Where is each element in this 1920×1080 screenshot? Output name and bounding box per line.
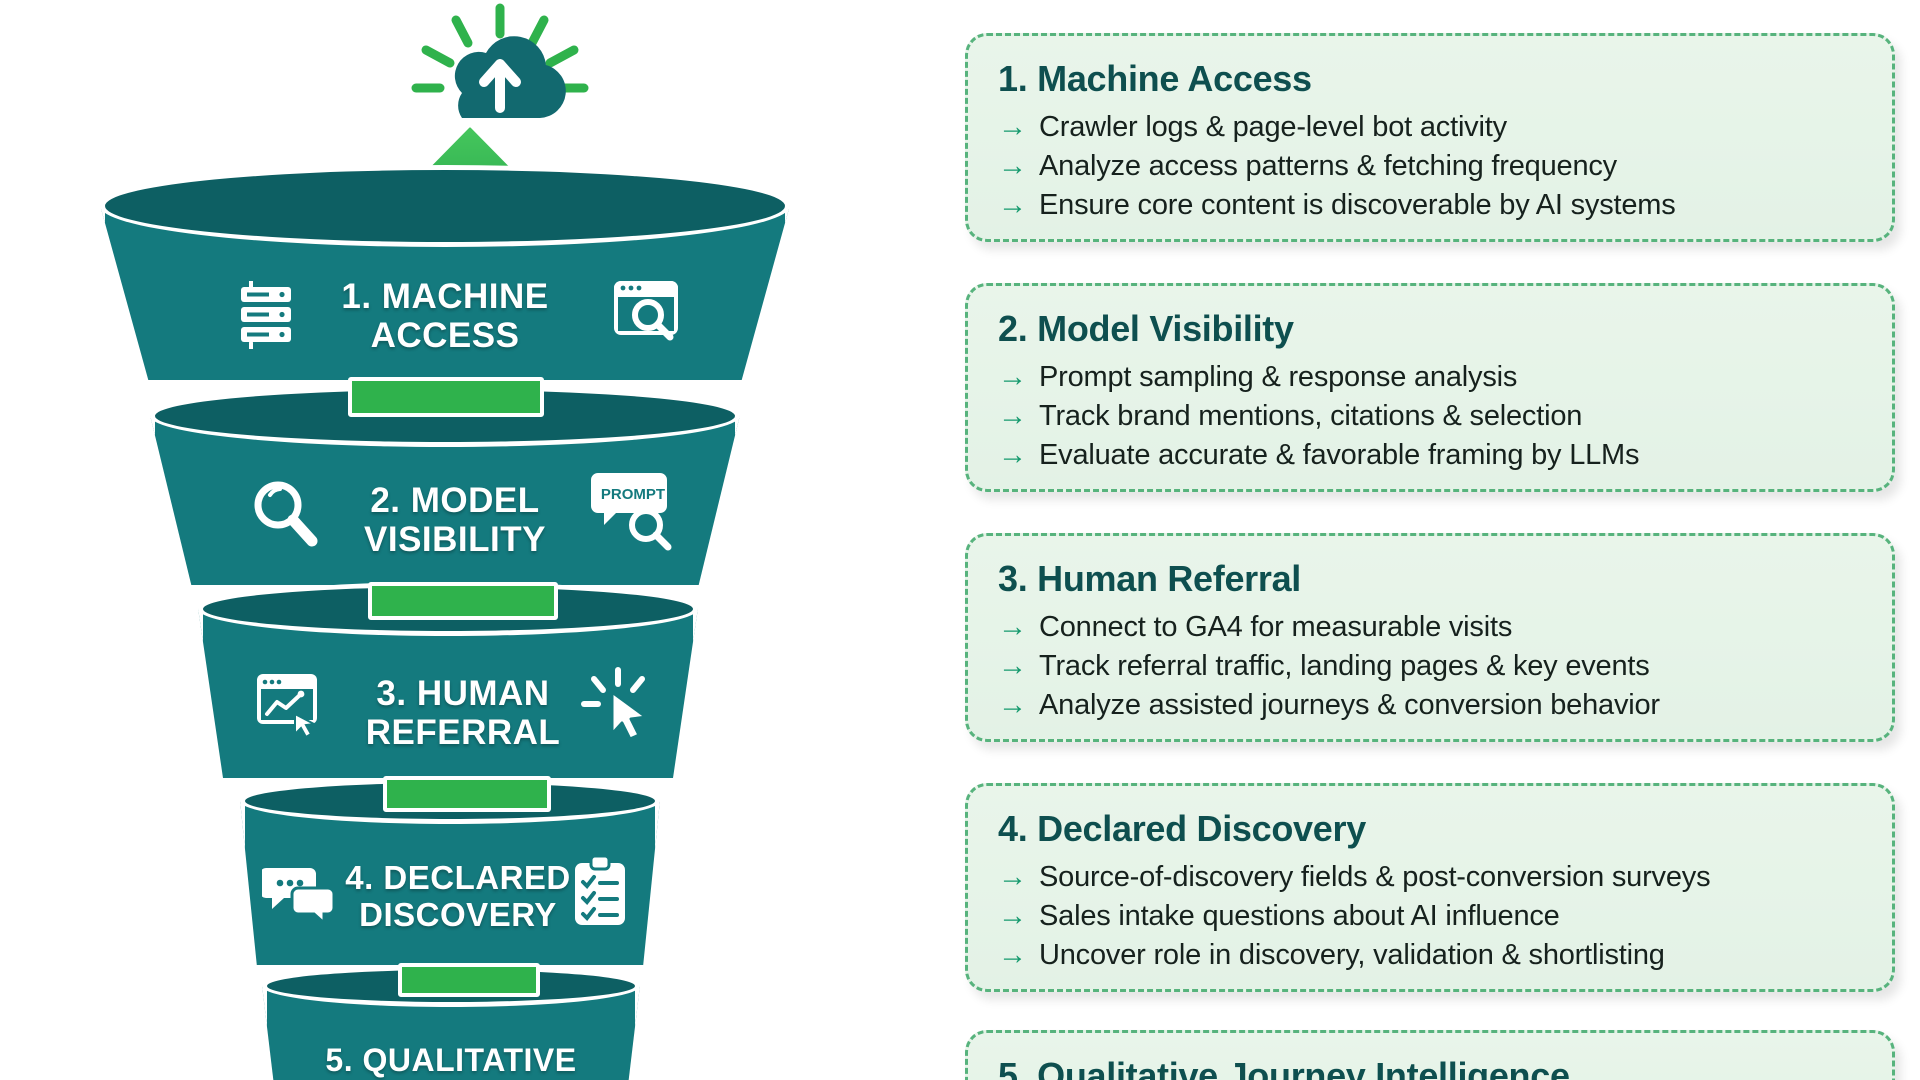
arrow-right-icon: → xyxy=(998,939,1027,972)
stage-3-label-line2: REFERRAL xyxy=(365,713,561,753)
funnel-stage-1[interactable]: 1. MACHINE ACCESS xyxy=(100,165,790,417)
stage-connector-2 xyxy=(368,582,558,620)
bullet-text: Crawler logs & page-level bot activity xyxy=(1039,111,1507,143)
arrow-right-icon: → xyxy=(998,361,1027,393)
funnel-stage-4[interactable]: 4. DECLARED DISCOVERY xyxy=(240,778,660,997)
prompt-badge-text: PROMPT xyxy=(601,486,665,503)
card-machine-access[interactable]: 1. Machine Access → Crawler logs & page-… xyxy=(965,33,1895,242)
cursor-click-icon xyxy=(578,666,654,747)
bullet-text: Sales intake questions about AI influenc… xyxy=(1039,900,1560,933)
analytics-chart-window-icon xyxy=(253,670,325,745)
stage-2-label-line2: VISIBILITY xyxy=(364,520,546,560)
card-title: 3. Human Referral xyxy=(998,558,1302,599)
funnel-stage-5[interactable]: 5. QUALITATIVE xyxy=(262,965,640,1080)
stage-1-label-line2: ACCESS xyxy=(370,316,520,356)
card-title: 5. Qualitative Journey Intelligence xyxy=(998,1055,1570,1080)
arrow-right-icon: → xyxy=(998,400,1027,433)
bullet-text: Track brand mentions, citations & select… xyxy=(1039,400,1583,433)
stage-4-label-line2: DISCOVERY xyxy=(359,895,557,933)
card-bullet: → Evaluate accurate & favorable framing … xyxy=(998,438,1866,472)
card-bullet: → Uncover role in discovery, validation … xyxy=(998,938,1866,972)
stage-connector-1 xyxy=(348,377,544,417)
bullet-text: Ensure core content is discoverable by A… xyxy=(1039,189,1676,222)
card-qualitative-journey-intelligence[interactable]: 5. Qualitative Journey Intelligence xyxy=(965,1030,1895,1080)
arrow-right-icon: → xyxy=(998,861,1027,893)
card-bullet: → Crawler logs & page-level bot activity xyxy=(998,110,1866,144)
clipboard-checklist-icon xyxy=(570,854,630,934)
stage-3-label-line1: 3. HUMAN xyxy=(376,674,550,713)
stage-connector-4 xyxy=(398,963,540,997)
browser-search-icon xyxy=(610,277,682,350)
detail-cards-list: 1. Machine Access → Crawler logs & page-… xyxy=(965,0,1920,1080)
stage-connector-3 xyxy=(383,776,551,812)
arrow-right-icon: → xyxy=(998,611,1027,643)
stage-1-label-line1: 1. MACHINE xyxy=(341,277,549,316)
card-title: 2. Model Visibility xyxy=(998,308,1294,349)
arrow-right-icon: → xyxy=(998,150,1027,183)
arrow-right-icon: → xyxy=(998,111,1027,143)
arrow-right-icon: → xyxy=(998,900,1027,933)
card-human-referral[interactable]: 3. Human Referral → Connect to GA4 for m… xyxy=(965,533,1895,742)
card-bullet: → Prompt sampling & response analysis xyxy=(998,360,1866,394)
card-bullet: → Sales intake questions about AI influe… xyxy=(998,899,1866,933)
arrow-right-icon: → xyxy=(998,439,1027,472)
card-bullet: → Analyze assisted journeys & conversion… xyxy=(998,688,1866,722)
stage-4-label-line1: 4. DECLARED xyxy=(345,859,571,896)
card-bullet: → Source-of-discovery fields & post-conv… xyxy=(998,860,1866,894)
bullet-text: Evaluate accurate & favorable framing by… xyxy=(1039,439,1640,472)
card-bullet: → Ensure core content is discoverable by… xyxy=(998,188,1866,222)
bullet-text: Prompt sampling & response analysis xyxy=(1039,361,1518,393)
magnifier-icon xyxy=(250,477,320,554)
funnel-stage-2[interactable]: 2. MODEL VISIBILITY PROMPT xyxy=(150,385,740,620)
bullet-text: Track referral traffic, landing pages & … xyxy=(1039,650,1650,683)
card-bullet: → Analyze access patterns & fetching fre… xyxy=(998,149,1866,183)
bullet-text: Uncover role in discovery, validation & … xyxy=(1039,939,1665,972)
arrow-right-icon: → xyxy=(998,189,1027,222)
card-bullet: → Track referral traffic, landing pages … xyxy=(998,649,1866,683)
chat-bubbles-icon xyxy=(260,862,336,929)
arrow-right-icon: → xyxy=(998,689,1027,722)
cloud-upload-icon xyxy=(390,0,610,140)
card-title: 4. Declared Discovery xyxy=(998,808,1366,849)
card-model-visibility[interactable]: 2. Model Visibility → Prompt sampling & … xyxy=(965,283,1895,492)
bullet-text: Connect to GA4 for measurable visits xyxy=(1039,611,1513,643)
bullet-text: Source-of-discovery fields & post-conver… xyxy=(1039,861,1711,893)
card-bullet: → Connect to GA4 for measurable visits xyxy=(998,610,1866,644)
server-rack-icon xyxy=(235,279,297,354)
stage-2-label-line1: 2. MODEL xyxy=(370,481,540,520)
funnel-diagram: 1. MACHINE ACCESS xyxy=(0,0,930,1080)
arrow-right-icon: → xyxy=(998,650,1027,683)
bullet-text: Analyze access patterns & fetching frequ… xyxy=(1039,150,1617,183)
prompt-bubble-search-icon: PROMPT xyxy=(590,467,676,558)
funnel-stage-3[interactable]: 3. HUMAN REFERRAL xyxy=(198,582,698,812)
bullet-text: Analyze assisted journeys & conversion b… xyxy=(1039,689,1660,722)
card-bullet: → Track brand mentions, citations & sele… xyxy=(998,399,1866,433)
stage-5-label-line1: 5. QUALITATIVE xyxy=(325,1042,577,1078)
card-title: 1. Machine Access xyxy=(998,58,1312,99)
card-declared-discovery[interactable]: 4. Declared Discovery → Source-of-discov… xyxy=(965,783,1895,992)
